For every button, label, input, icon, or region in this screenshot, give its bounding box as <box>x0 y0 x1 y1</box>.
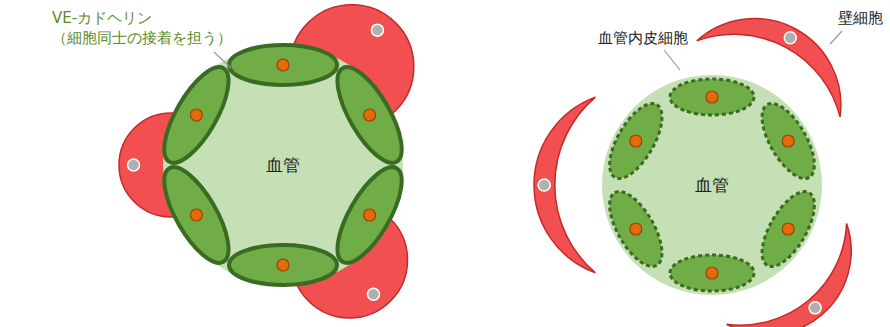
cell-nucleus <box>706 91 718 103</box>
lumen-label: 血管 <box>695 175 729 195</box>
pericyte-nucleus <box>371 24 383 36</box>
cell-nucleus <box>190 109 202 121</box>
pericyte-nucleus <box>128 159 140 171</box>
pericyte <box>534 97 595 273</box>
endothelial-cell <box>325 158 414 272</box>
endothelial-cell <box>599 184 672 275</box>
leader-line <box>830 31 842 44</box>
leader-line <box>214 52 231 68</box>
cell-nucleus <box>190 209 202 221</box>
cell-nucleus <box>630 223 642 235</box>
cell-nucleus <box>364 109 376 121</box>
pericyte-nucleus <box>367 288 379 300</box>
callout-label: 血管内皮細胞 <box>598 28 688 48</box>
lumen-label: 血管 <box>266 155 300 175</box>
pericyte-nucleus <box>809 302 821 314</box>
vessel-wall <box>602 75 822 295</box>
cell-nucleus <box>277 59 289 71</box>
endothelial-cell <box>152 58 241 172</box>
cell-nucleus <box>277 259 289 271</box>
endothelial-cell <box>670 255 754 291</box>
pericyte <box>727 224 852 327</box>
endothelial-cell <box>752 184 825 275</box>
endothelial-cell <box>325 58 414 172</box>
pericyte-nucleus <box>784 32 796 44</box>
callout-label: VE-カドヘリン （細胞同士の接着を担う） <box>52 8 252 48</box>
cell-nucleus <box>706 267 718 279</box>
endothelial-cell <box>152 158 241 272</box>
callout-label: 壁細胞 <box>838 8 883 28</box>
pericyte <box>697 19 841 117</box>
cell-nucleus <box>630 135 642 147</box>
cell-nucleus <box>782 135 794 147</box>
endothelial-cell <box>752 96 825 187</box>
cell-nucleus <box>364 209 376 221</box>
endothelial-cell <box>599 96 672 187</box>
leader-line <box>664 50 680 70</box>
endothelial-cell <box>670 79 754 115</box>
endothelial-cell <box>229 45 337 85</box>
pericyte-nucleus <box>538 179 550 191</box>
endothelial-cell <box>229 245 337 285</box>
cell-nucleus <box>782 223 794 235</box>
